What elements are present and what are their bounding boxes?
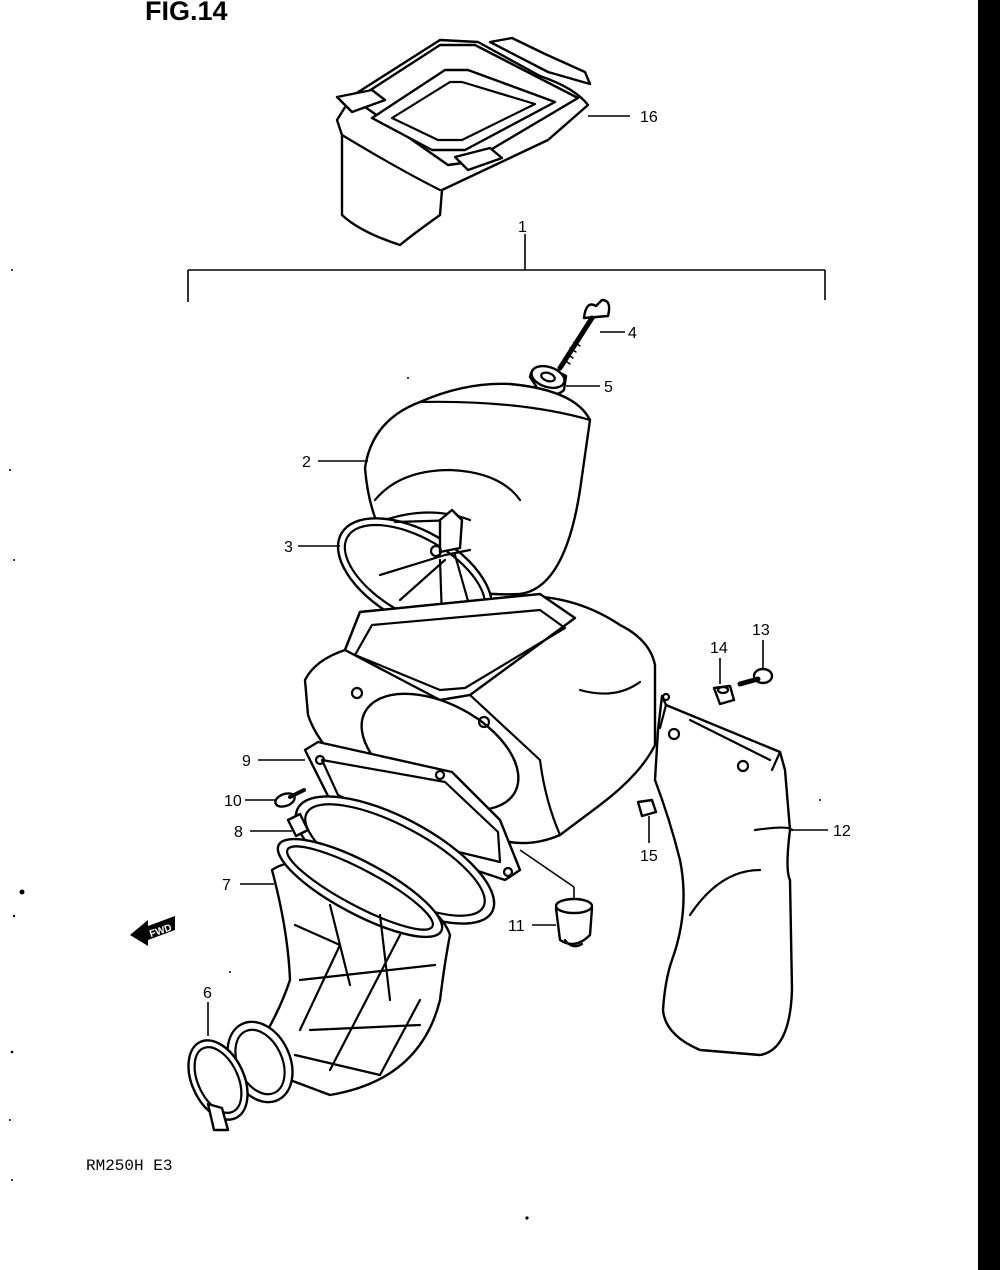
part-10-screw [274, 788, 306, 808]
fwd-arrow-icon: FWD [130, 916, 175, 946]
part-11-drain-plug [554, 897, 594, 948]
assembly-bracket-1 [187, 234, 826, 302]
callout-7: 7 [222, 877, 231, 894]
part-6-hose-clamp [187, 1020, 294, 1132]
figure-title: FIG.14 [145, 0, 228, 26]
callout-9: 9 [242, 753, 251, 770]
part-7-intake-boot [260, 837, 452, 1097]
part-4-wing-bolt [557, 298, 611, 371]
scan-specks [9, 269, 821, 1220]
model-code: RM250H E3 [86, 1157, 172, 1175]
callout-5: 5 [604, 379, 613, 396]
part-16-filter-cover [335, 36, 592, 247]
part-13-screw [737, 667, 774, 687]
callout-11: 11 [508, 918, 525, 935]
leader-11-upper [519, 849, 575, 888]
callout-6: 6 [203, 985, 212, 1002]
part-8-clamp [286, 795, 496, 925]
callout-10: 10 [224, 793, 242, 810]
callout-3: 3 [284, 539, 293, 556]
callout-1: 1 [518, 219, 527, 236]
callout-13: 13 [752, 622, 770, 639]
callout-16: 16 [640, 109, 658, 126]
part-14-grommet [712, 684, 736, 706]
part-5-washer [528, 364, 568, 396]
callout-15: 15 [640, 848, 658, 865]
callout-2: 2 [302, 454, 311, 471]
part-15-collar [636, 798, 658, 818]
callout-12: 12 [833, 823, 851, 840]
scan-edge-bar [978, 0, 1000, 1270]
callout-4: 4 [628, 325, 637, 342]
callout-8: 8 [234, 824, 243, 841]
part-12-inlet-duct [653, 692, 794, 1057]
callout-14: 14 [710, 640, 728, 657]
